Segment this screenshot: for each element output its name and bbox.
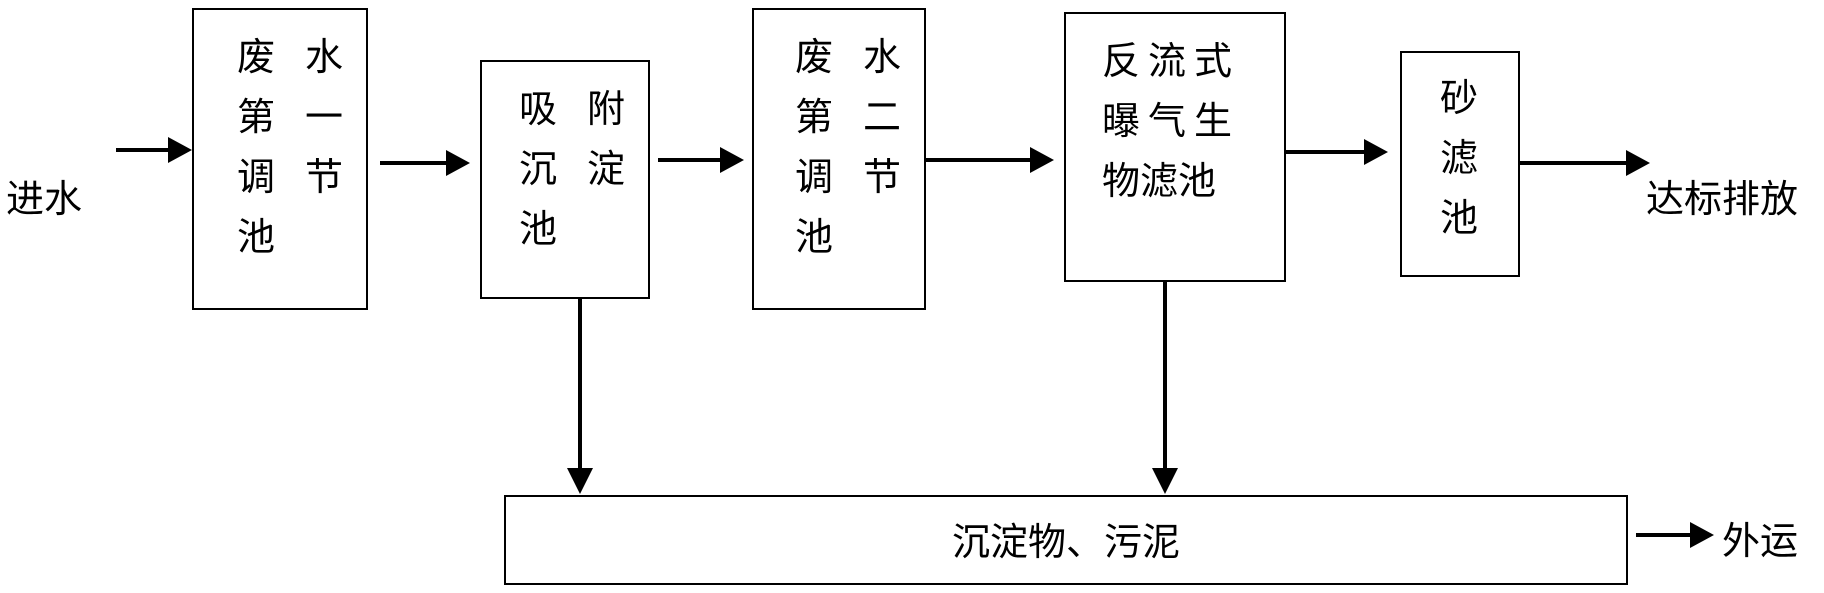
tank1-char: 调 [236, 155, 275, 199]
tank1-char: 第 [236, 95, 275, 139]
tank1-char: 节 [304, 155, 343, 199]
arrowhead-sludge-2 [1152, 468, 1178, 494]
tank1-char: 水 [304, 35, 343, 79]
tank5-line: 砂 [1440, 76, 1479, 120]
tank5-line: 池 [1440, 196, 1479, 240]
tank4-line: 反流式 [1102, 39, 1241, 83]
tank3-char: 废 [794, 35, 833, 79]
sludge-label: 沉淀物、污泥 [951, 520, 1180, 564]
inlet-label: 进水 [6, 177, 83, 221]
tank3-char: 水 [862, 35, 901, 79]
tank5-box: 砂 滤 池 [1400, 51, 1520, 277]
tank1-char: 池 [236, 215, 275, 259]
tank2-box: 吸 附 沉 淀 池 [480, 60, 650, 299]
tank1-char: 一 [304, 95, 343, 139]
tank2-char: 淀 [586, 147, 625, 191]
tank3-char: 二 [862, 95, 901, 139]
arrowhead-sludge-1 [567, 468, 593, 494]
arrowhead-tank4 [1030, 147, 1054, 173]
tank2-char: 池 [518, 207, 557, 251]
arrowhead-tank2 [446, 150, 470, 176]
arrowhead-tank5 [1364, 139, 1388, 165]
sludge-box: 沉淀物、污泥 [504, 495, 1628, 585]
tank3-char: 池 [794, 215, 833, 259]
tank2-char: 附 [586, 87, 625, 131]
tank4-box: 反流式 曝气生 物滤池 [1064, 12, 1286, 282]
tank4-line: 物滤池 [1102, 159, 1217, 203]
outlet-label: 达标排放 [1646, 177, 1799, 221]
tank2-char: 吸 [518, 87, 557, 131]
tank3-char: 调 [794, 155, 833, 199]
tank3-char: 第 [794, 95, 833, 139]
tank2-char: 沉 [518, 147, 557, 191]
arrowhead-inlet [168, 137, 192, 163]
tank3-char: 节 [862, 155, 901, 199]
tank1-box: 废 水 第 一 调 节 池 [192, 8, 368, 310]
arrowhead-outlet [1626, 150, 1650, 176]
tank3-box: 废 水 第 二 调 节 池 [752, 8, 926, 310]
sludge-out-label: 外运 [1722, 519, 1799, 563]
tank1-char: 废 [236, 35, 275, 79]
tank4-line: 曝气生 [1102, 99, 1241, 143]
arrowhead-sludge-out [1690, 522, 1714, 548]
tank5-line: 滤 [1440, 136, 1479, 180]
arrowhead-tank3 [720, 147, 744, 173]
